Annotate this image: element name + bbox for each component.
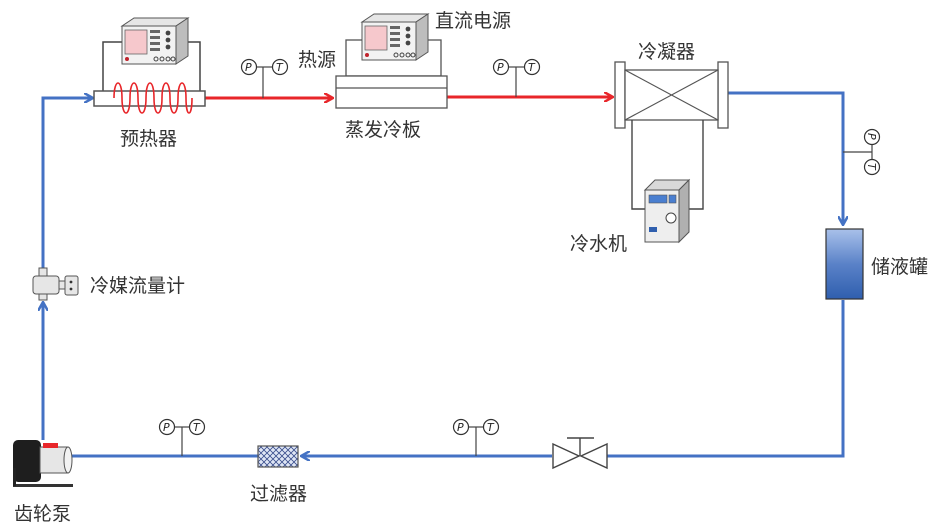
label-chiller: 冷水机 <box>570 233 627 255</box>
label-receiver-tank: 储液罐 <box>871 256 928 278</box>
pt-sensor: P T <box>158 418 206 456</box>
pipe-flowmeter-to-preheater <box>41 98 92 268</box>
cold-plate-icon <box>335 75 448 109</box>
pump-icon <box>13 440 73 487</box>
gauge-p-text: P <box>865 133 878 140</box>
gauge-p-text: P <box>457 421 464 434</box>
gauge-t-text: T <box>276 61 284 74</box>
heater-coil-icon <box>113 82 193 114</box>
gauge-t-text: T <box>193 421 201 434</box>
temperature-gauge-icon <box>482 418 500 436</box>
pressure-gauge-icon <box>492 58 510 76</box>
valve-icon <box>552 437 608 470</box>
pressure-gauge-icon <box>158 418 176 436</box>
temperature-gauge-icon <box>188 418 206 436</box>
pt-sensor: P T <box>240 58 289 98</box>
power-supply-icon <box>360 13 430 61</box>
label-dc-power: 直流电源 <box>435 10 511 32</box>
preheater-wire <box>102 41 122 92</box>
gauge-t-text: T <box>865 163 878 171</box>
label-flowmeter: 冷媒流量计 <box>90 275 185 297</box>
tank-icon <box>825 228 864 300</box>
pt-sensor: P T <box>843 128 881 176</box>
temperature-gauge-icon <box>271 58 289 76</box>
label-preheater: 预热器 <box>120 128 177 150</box>
chiller-icon <box>643 178 691 244</box>
gauge-p-text: P <box>163 421 170 434</box>
preheater-wire <box>186 41 201 92</box>
preheater <box>93 41 206 114</box>
pt-sensor: P T <box>492 58 541 97</box>
label-evaporator-plate: 蒸发冷板 <box>345 119 421 141</box>
filter-icon <box>257 445 299 468</box>
label-filter: 过滤器 <box>250 483 307 505</box>
pipe-condenser-to-tank <box>728 91 843 224</box>
label-gear-pump: 齿轮泵 <box>14 503 71 525</box>
label-condenser: 冷凝器 <box>638 41 695 63</box>
gauge-p-text: P <box>497 61 504 74</box>
gauge-t-text: T <box>528 61 536 74</box>
pipe-tank-to-valve <box>607 300 845 458</box>
temperature-gauge-icon <box>523 58 541 76</box>
heat-exchanger-icon <box>614 61 729 129</box>
gauge-t-text: T <box>487 421 495 434</box>
gauge-p-text: P <box>245 61 252 74</box>
preheater-tube <box>93 90 206 107</box>
pressure-gauge-icon <box>452 418 470 436</box>
flowmeter-icon <box>32 267 79 301</box>
power-supply-icon <box>120 17 190 65</box>
temperature-gauge-icon <box>863 158 881 176</box>
pt-sensor: P T <box>452 418 500 456</box>
label-heat-source: 热源 <box>298 49 336 71</box>
pressure-gauge-icon <box>863 128 881 146</box>
pressure-gauge-icon <box>240 58 258 76</box>
